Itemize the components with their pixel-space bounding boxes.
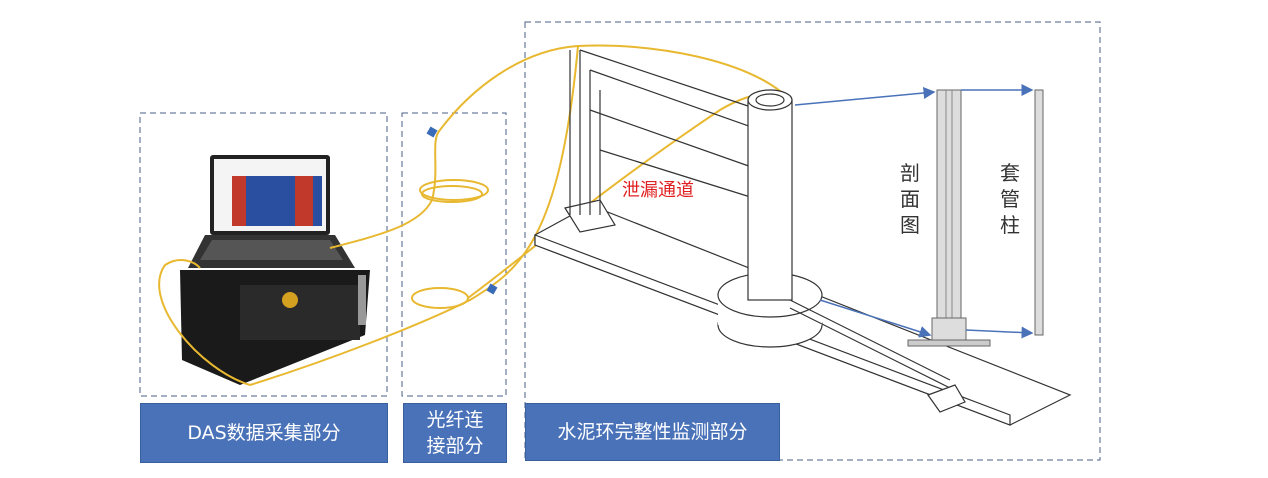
cross-section-drawing	[907, 89, 1044, 347]
cement-frame	[524, 21, 1101, 461]
cross-section-label: 剖面图	[900, 161, 920, 237]
cement-section-label: 水泥环完整性监测部分	[525, 403, 780, 461]
casing-label: 套管柱	[1000, 161, 1020, 237]
laptop-icon	[188, 155, 355, 268]
das-section-label: DAS数据采集部分	[140, 403, 388, 463]
test-rig-drawing	[534, 49, 1072, 426]
arrows	[794, 84, 1034, 339]
fiber-connector-icon	[426, 126, 438, 138]
fiber-section-label: 光纤连接部分	[403, 403, 507, 463]
fiber-connector-icon	[486, 283, 498, 295]
das-frame	[139, 112, 388, 397]
fiber-frame	[401, 112, 507, 397]
das-interrogator-icon	[180, 270, 370, 385]
leak-channel-label: 泄漏通道	[622, 180, 694, 201]
